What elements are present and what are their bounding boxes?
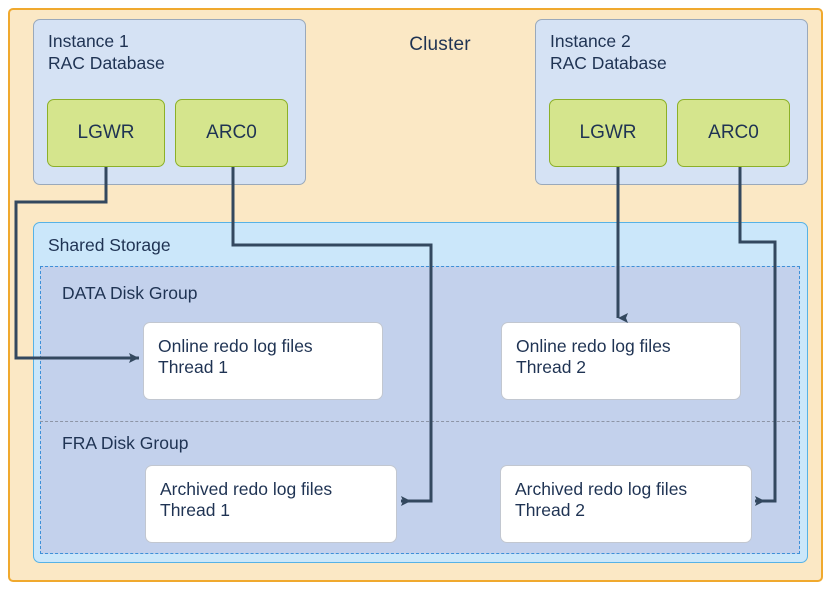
- archived-redo-log-thread-2-box[interactable]: Archived redo log files Thread 2: [500, 465, 752, 543]
- archived-redo-log-thread-1-box[interactable]: Archived redo log files Thread 1: [145, 465, 397, 543]
- instance-1-process-arc0[interactable]: ARC0: [175, 99, 288, 167]
- fra-disk-group-label: FRA Disk Group: [62, 433, 189, 453]
- disk-group-divider: [40, 421, 800, 422]
- instance-1-process-lgwr[interactable]: LGWR: [47, 99, 165, 167]
- online-redo-log-thread-1-box[interactable]: Online redo log files Thread 1: [143, 322, 383, 400]
- shared-storage-label: Shared Storage: [48, 235, 171, 255]
- data-disk-group-label: DATA Disk Group: [62, 283, 198, 303]
- instance-1-title: Instance 1 RAC Database: [48, 31, 165, 73]
- instance-2-process-arc0[interactable]: ARC0: [677, 99, 790, 167]
- online-redo-log-thread-2-box[interactable]: Online redo log files Thread 2: [501, 322, 741, 400]
- instance-2-title: Instance 2 RAC Database: [550, 31, 667, 73]
- cluster-label: Cluster: [409, 34, 471, 55]
- instance-2-process-lgwr[interactable]: LGWR: [549, 99, 667, 167]
